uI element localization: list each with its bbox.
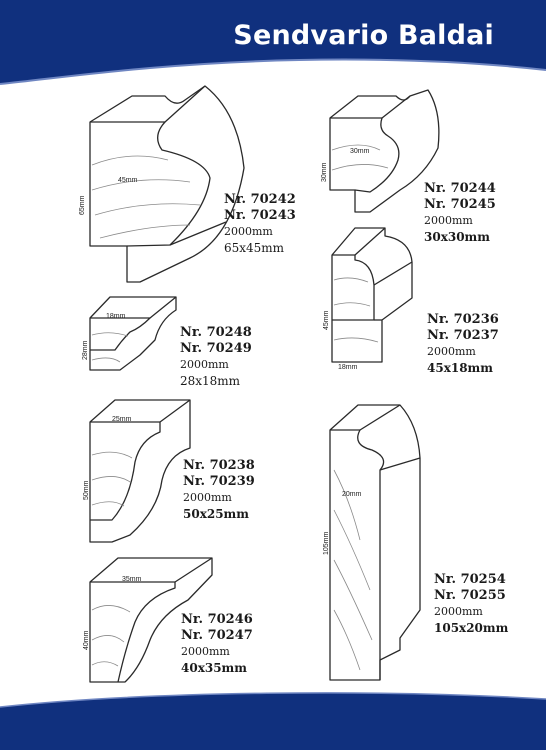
header-banner — [0, 0, 546, 85]
dim-label: 18mm — [106, 313, 126, 320]
dim-label: 30mm — [321, 162, 328, 182]
profile-length: 2000mm — [183, 491, 232, 504]
footer-banner — [0, 692, 546, 750]
profile-code: Nr. 70236 — [427, 312, 499, 327]
profile-code: Nr. 70243 — [224, 208, 296, 223]
profile-size: 28x18mm — [180, 374, 241, 388]
dim-label: 45mm — [323, 310, 330, 330]
profile-drawing-70242 — [89, 85, 245, 283]
profile-size: 50x25mm — [183, 507, 249, 521]
profile-size: 45x18mm — [427, 361, 493, 375]
dim-label: 105mm — [323, 531, 330, 555]
dim-label: 28mm — [82, 340, 89, 360]
profile-drawing-70236 — [331, 227, 413, 363]
profile-code: Nr. 70249 — [180, 341, 252, 356]
dim-label: 45mm — [118, 177, 138, 184]
dim-label: 35mm — [122, 576, 142, 583]
profile-size: 65x45mm — [224, 241, 285, 255]
profile-label-70236: Nr. 70236 Nr. 70237 2000mm 45x18mm — [427, 312, 499, 376]
dim-label: 30mm — [350, 148, 370, 155]
profile-code: Nr. 70254 — [434, 572, 506, 587]
profile-code: Nr. 70237 — [427, 328, 499, 343]
profile-label-70246: Nr. 70246 Nr. 70247 2000mm 40x35mm — [181, 612, 253, 676]
profile-code: Nr. 70246 — [181, 612, 253, 627]
profile-length: 2000mm — [424, 214, 473, 227]
dim-label: 65mm — [79, 195, 86, 215]
profile-length: 2000mm — [224, 225, 273, 238]
profile-code: Nr. 70238 — [183, 458, 255, 473]
profile-drawing-70238 — [89, 399, 191, 543]
profile-length: 2000mm — [434, 605, 483, 618]
profile-label-70254: Nr. 70254 Nr. 70255 2000mm 105x20mm — [434, 572, 508, 636]
dim-label: 40mm — [83, 630, 90, 650]
dim-label: 18mm — [338, 364, 358, 371]
dim-label: 50mm — [83, 480, 90, 500]
page-title: Sendvario Baldai — [233, 20, 494, 51]
profile-label-70242: Nr. 70242 Nr. 70243 2000mm 65x45mm — [224, 192, 296, 256]
profile-size: 105x20mm — [434, 621, 509, 635]
profile-length: 2000mm — [427, 345, 476, 358]
profile-label-70244: Nr. 70244 Nr. 70245 2000mm 30x30mm — [424, 181, 496, 245]
profile-length: 2000mm — [181, 645, 230, 658]
profile-code: Nr. 70245 — [424, 197, 496, 212]
profile-code: Nr. 70247 — [181, 628, 253, 643]
profile-size: 30x30mm — [424, 230, 490, 244]
profile-size: 40x35mm — [181, 661, 247, 675]
profile-code: Nr. 70244 — [424, 181, 496, 196]
dim-label: 20mm — [342, 491, 362, 498]
profile-label-70248: Nr. 70248 Nr. 70249 2000mm 28x18mm — [180, 325, 252, 389]
profile-label-70238: Nr. 70238 Nr. 70239 2000mm 50x25mm — [183, 458, 255, 522]
profile-drawing-70244 — [329, 89, 440, 213]
profile-code: Nr. 70248 — [180, 325, 252, 340]
dim-label: 25mm — [112, 416, 132, 423]
profile-code: Nr. 70255 — [434, 588, 506, 603]
profile-code: Nr. 70239 — [183, 474, 255, 489]
profile-length: 2000mm — [180, 358, 229, 371]
profile-drawing-70246 — [89, 557, 213, 683]
profile-code: Nr. 70242 — [224, 192, 296, 207]
profile-drawing-70248 — [89, 296, 177, 371]
profile-drawing-70254 — [329, 404, 421, 681]
